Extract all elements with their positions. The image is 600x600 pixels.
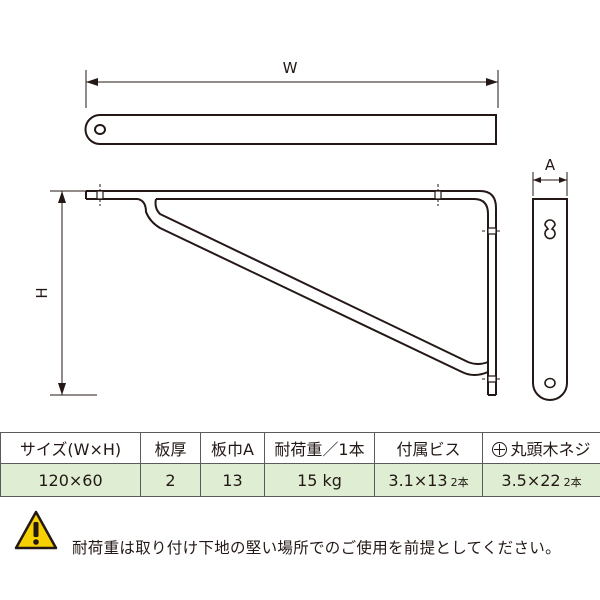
thickness-dimension [532, 172, 568, 196]
value-size: 120×60 [0, 463, 141, 497]
plate-top-view [84, 114, 497, 145]
header-woodscrew: 丸頭木ネジ [510, 440, 591, 459]
header-screw: 付属ビス [374, 432, 483, 464]
value-load: 15 kg [264, 463, 375, 497]
header-thickness: 板厚 [140, 432, 201, 464]
value-woodscrew-count: 2本 [563, 475, 582, 489]
value-screw-count: 2本 [450, 475, 469, 489]
spec-header-row: サイズ(W×H) 板厚 板巾A 耐荷重／1本 付属ビス 丸頭木ネジ [0, 432, 600, 464]
phillips-head-icon [492, 442, 508, 457]
thickness-label: A [545, 156, 556, 174]
width-dimension [85, 70, 499, 108]
header-load: 耐荷重／1本 [264, 432, 375, 464]
header-size: サイズ(W×H) [0, 432, 141, 464]
value-screw: 3.1×13 [388, 470, 448, 490]
spec-table: サイズ(W×H) 板厚 板巾A 耐荷重／1本 付属ビス 丸頭木ネジ 120×60… [0, 432, 600, 497]
value-width-a: 13 [200, 463, 265, 497]
bracket-side-view [85, 184, 502, 396]
notice-text: 耐荷重は取り付け下地の堅い場所でのご使用を前提としてください。 [72, 539, 561, 557]
warning-icon [14, 510, 58, 550]
height-label: H [33, 287, 51, 298]
value-thickness: 2 [140, 463, 201, 497]
header-woodscrew-cell: 丸頭木ネジ [482, 432, 600, 464]
value-woodscrew: 3.5×22 [501, 470, 561, 490]
load-notice: 耐荷重は取り付け下地の堅い場所でのご使用を前提としてください。 [14, 510, 594, 560]
height-dimension [50, 190, 97, 396]
header-width-a: 板巾A [200, 432, 265, 464]
bracket-diagram: W H [33, 59, 568, 401]
width-label: W [283, 59, 298, 77]
plate-front-view [532, 198, 568, 401]
